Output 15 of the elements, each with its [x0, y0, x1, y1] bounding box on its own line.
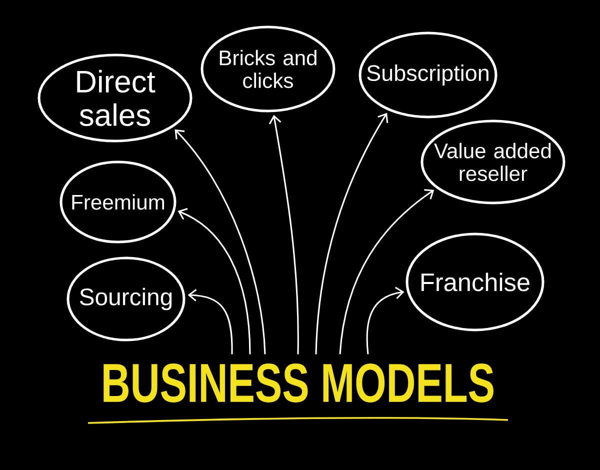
arrow — [268, 114, 299, 354]
arrow — [188, 288, 233, 354]
oval-node: Freemium — [60, 160, 176, 244]
oval-node: Franchise — [406, 232, 544, 332]
heading: BUSINESS MODELS — [104, 364, 494, 402]
oval-node: Bricks and clicks — [200, 26, 336, 112]
oval-node: Subscription — [358, 32, 498, 118]
arrow — [315, 112, 388, 354]
arrow — [174, 129, 266, 354]
oval-node: Sourcing — [66, 256, 186, 342]
oval-node: Value added reseller — [420, 120, 566, 204]
oval-node: Direct sales — [38, 54, 192, 142]
arrow — [178, 208, 251, 354]
arrow — [339, 189, 434, 354]
arrow — [366, 286, 404, 354]
